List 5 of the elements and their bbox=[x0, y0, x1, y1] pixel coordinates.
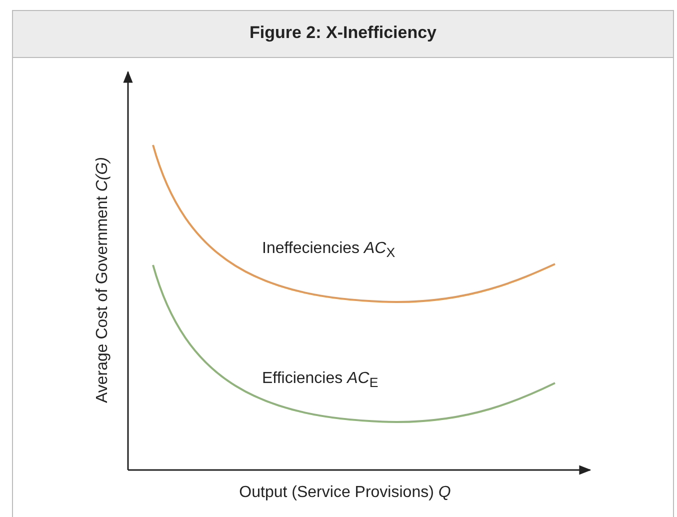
axis-title: Average Cost of Government C(G) bbox=[94, 156, 112, 404]
curve-label: Efficiencies AC$_{E}$ bbox=[262, 370, 378, 390]
curve-label: Ineffeciencies AC$_{X}$ bbox=[262, 240, 396, 260]
figure-title: Figure 2: X-Inefficiency bbox=[248, 23, 438, 43]
axis-title: Output (Service Provisions) Q bbox=[239, 484, 451, 502]
